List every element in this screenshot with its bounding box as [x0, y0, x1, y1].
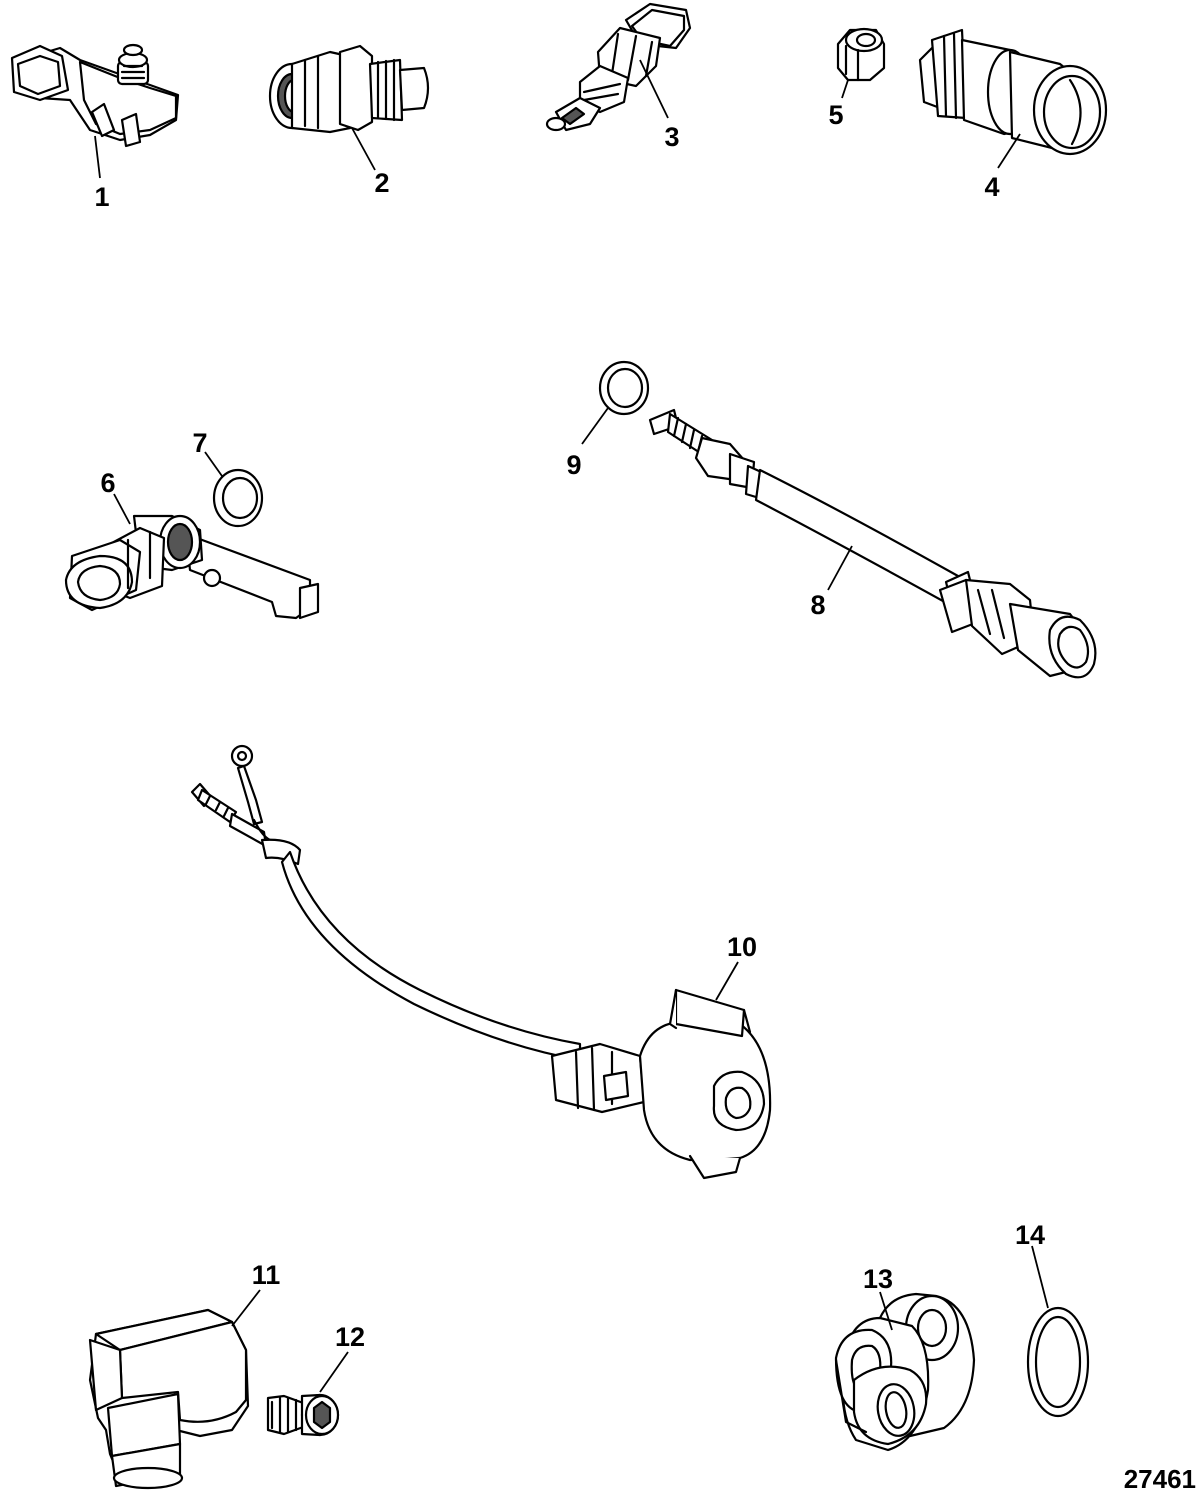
callout-7: 7 [192, 428, 207, 458]
part-7-o-ring [212, 468, 264, 528]
callout-1: 1 [94, 182, 109, 212]
part-11-throttle-position-sensor [88, 1308, 250, 1490]
part-8-sensor-harness [648, 408, 1097, 679]
part-4-pressure-switch [918, 28, 1108, 156]
callout-9: 9 [566, 450, 581, 480]
part-2-temperature-sensor [268, 44, 430, 134]
callout-4: 4 [984, 172, 999, 202]
part-3-temperature-sender [545, 2, 692, 132]
callout-12: 12 [335, 1322, 365, 1352]
callout-2: 2 [374, 168, 389, 198]
part-1-pressure-sensor [10, 43, 180, 148]
callout-8: 8 [810, 590, 825, 620]
part-12-screw [266, 1393, 340, 1437]
callout-6: 6 [100, 468, 115, 498]
callout-13: 13 [863, 1264, 893, 1294]
part-9-o-ring [598, 360, 650, 416]
callout-10: 10 [727, 932, 757, 962]
figure-number: 27461 [1124, 1464, 1196, 1494]
part-6-position-sensor [64, 514, 320, 620]
part-14-o-ring [1026, 1306, 1090, 1418]
part-5-plug [836, 27, 886, 82]
callout-3: 3 [664, 122, 679, 152]
callout-11: 11 [252, 1260, 281, 1290]
part-10-wired-sensor [190, 744, 772, 1180]
callout-5: 5 [828, 100, 843, 130]
part-13-speed-sensor [834, 1292, 976, 1452]
callout-14: 14 [1015, 1220, 1045, 1250]
